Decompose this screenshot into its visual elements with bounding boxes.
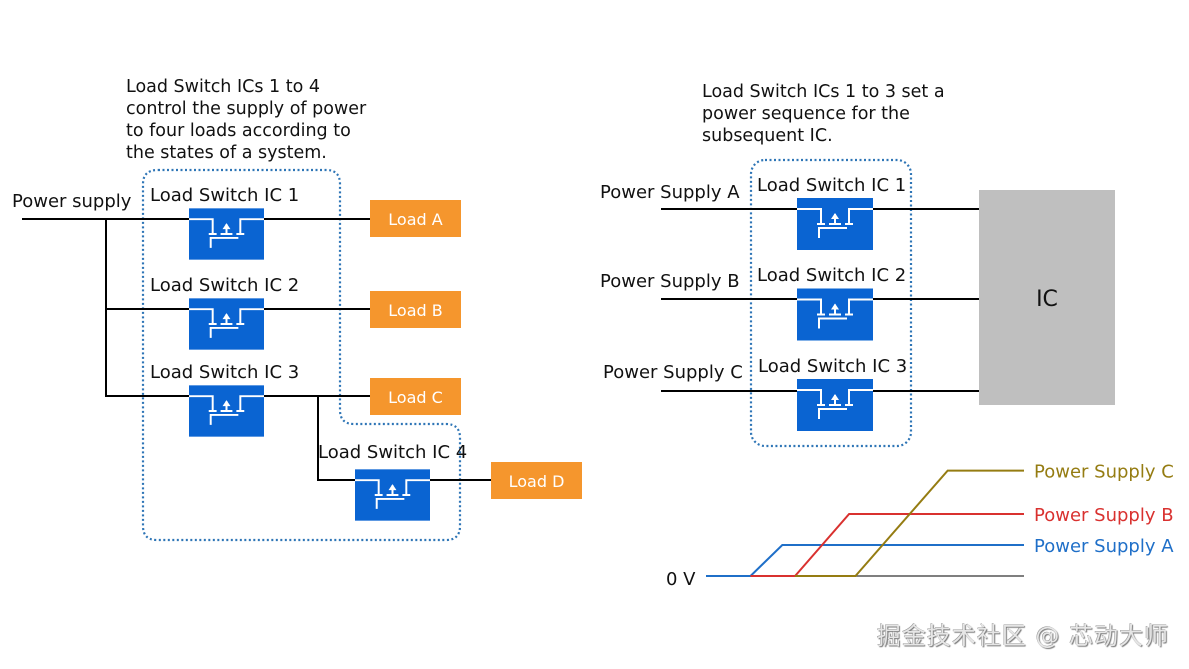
load-d-label: Load D bbox=[509, 472, 565, 491]
seq-load-switch-ic-3: Load Switch IC 3 bbox=[758, 356, 907, 431]
left-dotted-enclosure bbox=[141, 168, 462, 542]
mosfet-icon bbox=[797, 198, 873, 250]
right-caption-line-2: power sequence for the bbox=[702, 104, 910, 124]
power-supply-c-legend-label: Power Supply C bbox=[1034, 462, 1174, 483]
left-caption-line-3: to four loads according to bbox=[126, 121, 351, 141]
seq-load-switch-ic-1: Load Switch IC 1 bbox=[757, 175, 906, 250]
power-supply-a-legend-label: Power Supply A bbox=[1034, 536, 1174, 557]
left-caption-line-2: control the supply of power bbox=[126, 99, 367, 119]
right-caption-line-1: Load Switch ICs 1 to 3 set a bbox=[702, 82, 945, 102]
load-switch-ic-2: Load Switch IC 2 bbox=[150, 275, 299, 350]
load-switch-ic-2-label: Load Switch IC 2 bbox=[150, 275, 299, 296]
load-switch-ic-4: Load Switch IC 4 bbox=[318, 442, 467, 521]
seq-load-switch-ic-2: Load Switch IC 2 bbox=[757, 265, 906, 341]
right-caption-line-3: subsequent IC. bbox=[702, 126, 833, 146]
power-supply-a-waveform bbox=[706, 544, 1024, 577]
left-diagram: Load Switch ICs 1 to 4 control the suppl… bbox=[12, 77, 582, 542]
load-c-label: Load C bbox=[388, 388, 443, 407]
zero-volt-label: 0 V bbox=[666, 569, 696, 590]
load-switch-ic-4-label: Load Switch IC 4 bbox=[318, 442, 467, 463]
load-switch-ic-1-label: Load Switch IC 1 bbox=[150, 185, 299, 206]
load-switch-ic-1: Load Switch IC 1 bbox=[150, 185, 299, 260]
power-sequence-chart: 0 V Power Supply A Power Supply B Power Su… bbox=[666, 462, 1174, 590]
mosfet-icon bbox=[355, 469, 430, 521]
mosfet-icon bbox=[797, 379, 873, 431]
power-supply-c-label: Power Supply C bbox=[603, 362, 743, 383]
power-supply-c-waveform bbox=[795, 469, 1024, 577]
seq-load-switch-ic-1-label: Load Switch IC 1 bbox=[757, 175, 906, 196]
load-a-label: Load A bbox=[388, 210, 442, 229]
right-dotted-enclosure bbox=[749, 158, 913, 448]
subsequent-ic-label: IC bbox=[1036, 287, 1058, 312]
power-supply-a-label: Power Supply A bbox=[600, 182, 740, 203]
load-switch-ic-3-label: Load Switch IC 3 bbox=[150, 362, 299, 383]
load-c: Load C bbox=[370, 378, 461, 415]
seq-load-switch-ic-3-label: Load Switch IC 3 bbox=[758, 356, 907, 377]
mosfet-icon bbox=[189, 208, 264, 260]
subsequent-ic: IC bbox=[979, 190, 1115, 405]
mosfet-icon bbox=[189, 385, 264, 437]
right-diagram: Load Switch ICs 1 to 3 set a power seque… bbox=[600, 82, 1115, 448]
load-d: Load D bbox=[491, 462, 582, 499]
mosfet-icon bbox=[189, 298, 264, 350]
power-supply-b-waveform bbox=[750, 513, 1024, 577]
load-a: Load A bbox=[370, 200, 461, 237]
mosfet-icon bbox=[797, 288, 873, 341]
seq-load-switch-ic-2-label: Load Switch IC 2 bbox=[757, 265, 906, 286]
power-supply-b-label: Power Supply B bbox=[600, 271, 740, 292]
load-switch-ic-3: Load Switch IC 3 bbox=[150, 362, 299, 437]
left-caption-line-4: the states of a system. bbox=[126, 143, 327, 163]
watermark: 掘金技术社区 @ 芯动大师 bbox=[876, 622, 1169, 650]
power-supply-label: Power supply bbox=[12, 191, 132, 212]
left-caption-line-1: Load Switch ICs 1 to 4 bbox=[126, 77, 320, 97]
load-b: Load B bbox=[370, 291, 461, 328]
load-b-label: Load B bbox=[388, 301, 442, 320]
power-supply-b-legend-label: Power Supply B bbox=[1034, 505, 1174, 526]
